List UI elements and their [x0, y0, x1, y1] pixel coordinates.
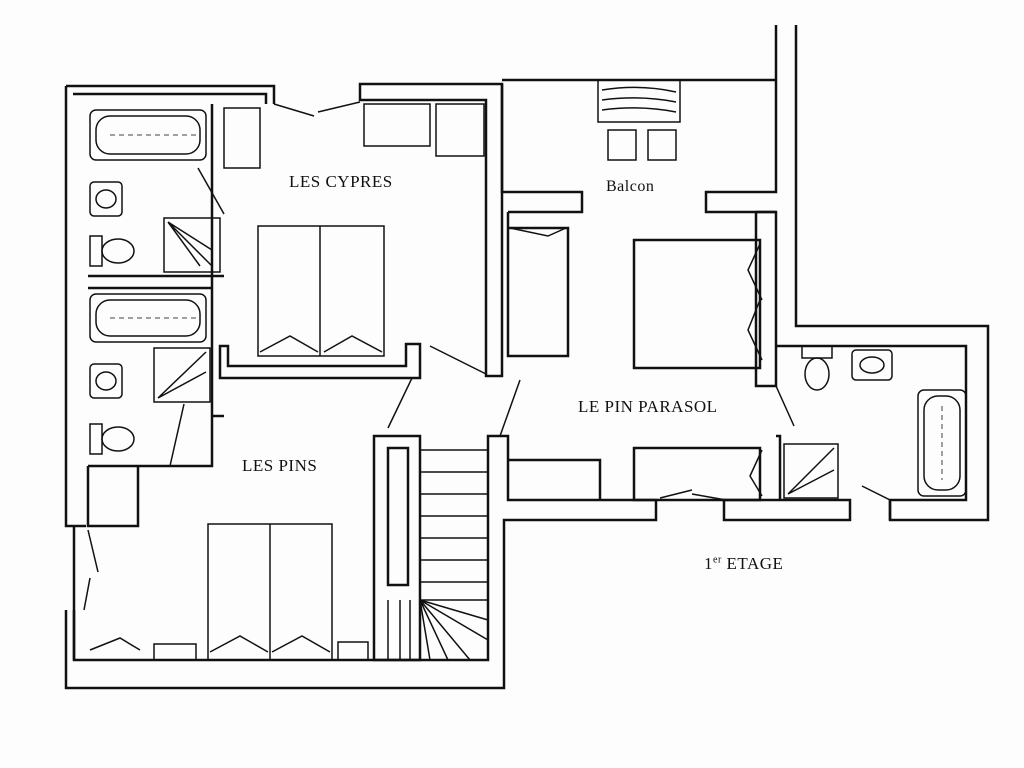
balcony-furniture [223, 79, 681, 169]
floor-name: ETAGE [726, 554, 784, 573]
room-label-les-pins: LES PINS [242, 456, 318, 475]
outer-walls [64, 25, 990, 690]
beds [89, 225, 763, 661]
room-label-les-cypres: LES CYPRES [289, 172, 393, 191]
room-label-balcon: Balcon [606, 178, 655, 195]
floor-suffix: er [713, 554, 722, 566]
floor-label: 1er ETAGE [704, 554, 783, 574]
doors [83, 101, 891, 611]
floor-number: 1 [704, 554, 713, 573]
bathroom-fixtures [89, 109, 967, 499]
room-label-le-pin-parasol: LE PIN PARASOL [578, 397, 718, 416]
stairs [387, 449, 489, 661]
